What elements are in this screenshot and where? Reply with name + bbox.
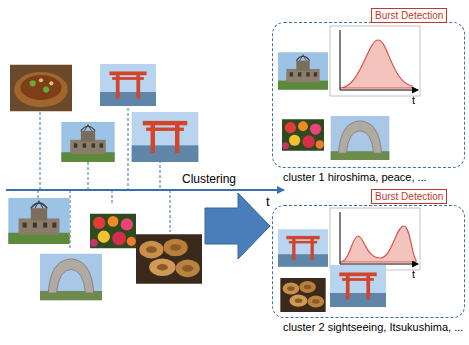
burst-label: Burst Detection bbox=[375, 191, 443, 202]
cluster-region: cluster 1 hiroshima, peace, ...Burst Det… bbox=[272, 22, 465, 168]
axis-label: t bbox=[412, 94, 415, 106]
step-label: Clustering bbox=[182, 172, 236, 186]
axis-label: t bbox=[266, 194, 270, 209]
axis-label: t bbox=[412, 268, 415, 280]
cluster-region: cluster 2 sightseeing, Itsukushima, ...B… bbox=[272, 205, 465, 318]
burst-label-box: Burst Detection bbox=[371, 189, 447, 204]
burst-label-box: Burst Detection bbox=[371, 8, 447, 23]
cluster-caption: cluster 1 hiroshima, peace, ... bbox=[283, 171, 427, 183]
cluster-caption: cluster 2 sightseeing, Itsukushima, ... bbox=[283, 321, 463, 333]
burst-label: Burst Detection bbox=[375, 10, 443, 21]
